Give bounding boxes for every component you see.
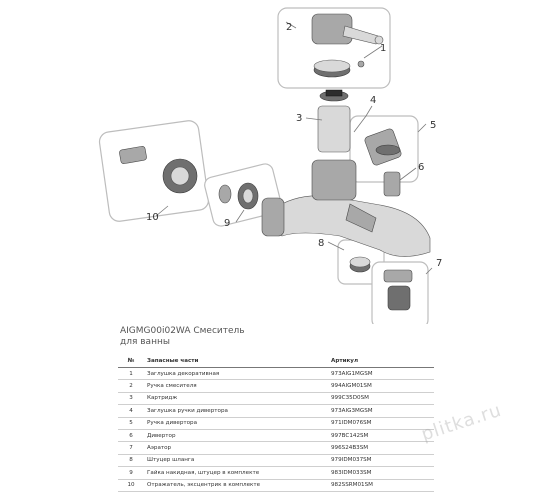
callout-4: 4 bbox=[370, 95, 376, 106]
row-article: 973AIG1MGSM bbox=[328, 367, 434, 381]
cartridge-housing bbox=[311, 159, 357, 201]
row-num: 5 bbox=[118, 417, 144, 430]
row-article: 983IDM033SM bbox=[328, 466, 434, 480]
row-name: Аэратор bbox=[144, 441, 328, 455]
row-num: 3 bbox=[118, 392, 144, 406]
row-article: 994AIGM01SM bbox=[328, 379, 434, 393]
row-num: 2 bbox=[118, 379, 144, 393]
row-num: 9 bbox=[118, 466, 144, 480]
callout-6: 6 bbox=[418, 162, 424, 173]
header-name: Запасные части bbox=[144, 355, 328, 368]
callout-10: 10 bbox=[146, 212, 159, 223]
row-article: 973AIG3MGSM bbox=[328, 404, 434, 418]
diverter bbox=[383, 171, 401, 197]
row-article: 979IDM037SM bbox=[328, 454, 434, 468]
row-num: 4 bbox=[118, 404, 144, 418]
exploded-parts-diagram: 1 2 3 4 5 6 7 8 9 10 bbox=[98, 7, 442, 324]
row-num: 7 bbox=[118, 441, 144, 455]
header-num: № bbox=[118, 355, 144, 368]
spare-parts-section: AIGMG00i02WA Смеситель для ванны № Запас… bbox=[118, 326, 560, 492]
eccentric-left bbox=[261, 197, 285, 237]
row-num: 1 bbox=[118, 367, 144, 381]
row-name: Заглушка декоративная bbox=[144, 367, 328, 381]
frame-deflector bbox=[98, 120, 210, 222]
callout-3: 3 bbox=[296, 113, 302, 124]
row-num: 10 bbox=[118, 479, 144, 492]
table-header-row: № Запасные части Артикул bbox=[118, 355, 434, 368]
row-name: Дивертор bbox=[144, 429, 328, 443]
product-title: AIGMG00i02WA Смеситель для ванны bbox=[120, 326, 560, 348]
row-article: 996S24B3SM bbox=[328, 441, 434, 455]
callout-2: 2 bbox=[286, 22, 292, 33]
cartridge bbox=[317, 105, 351, 153]
handle-lever-tip bbox=[374, 35, 384, 45]
product-title-line1: AIGMG00i02WA Смеситель bbox=[120, 326, 245, 336]
header-article: Артикул bbox=[328, 355, 434, 368]
row-name: Ручка дивертора bbox=[144, 417, 328, 430]
frame-handle bbox=[277, 7, 391, 89]
handle-lever bbox=[342, 25, 379, 45]
row-article: 999C35D0SM bbox=[328, 392, 434, 406]
row-article: 997BC142SM bbox=[328, 429, 434, 443]
product-title-line2: для ванны bbox=[120, 337, 170, 347]
callout-1: 1 bbox=[380, 43, 386, 54]
row-name: Заглушка ручки дивертора bbox=[144, 404, 328, 418]
row-name: Картридж bbox=[144, 392, 328, 406]
decorative-plug bbox=[357, 60, 365, 68]
callout-9: 9 bbox=[224, 218, 230, 229]
diverter-stem bbox=[345, 203, 377, 233]
row-name: Ручка смесителя bbox=[144, 379, 328, 393]
row-name: Отражатель, эксцентрик в комплекте bbox=[144, 479, 328, 492]
callout-7: 7 bbox=[436, 258, 442, 269]
row-num: 6 bbox=[118, 429, 144, 443]
row-article: 971IDM076SM bbox=[328, 417, 434, 430]
callout-8: 8 bbox=[318, 238, 324, 249]
row-article: 982SSRM01SM bbox=[328, 479, 434, 492]
row-name: Гайка накидная, штуцер в комплекте bbox=[144, 466, 328, 480]
row-name: Штуцер шланга bbox=[144, 454, 328, 468]
row-num: 8 bbox=[118, 454, 144, 468]
callout-5: 5 bbox=[430, 120, 436, 131]
